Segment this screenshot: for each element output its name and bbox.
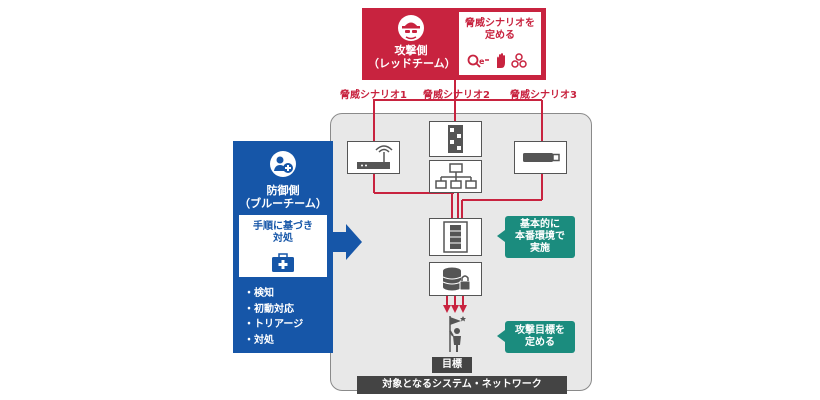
hacker-icon — [398, 15, 424, 41]
attack-arrows — [443, 305, 467, 313]
production-callout: 基本的に 本番環境で 実施 — [505, 216, 575, 258]
user-shield-icon — [270, 151, 296, 177]
procedure-card: 手順に基づき 対処 — [239, 215, 327, 277]
server-device — [429, 218, 482, 256]
network-hub-icon — [435, 163, 477, 189]
blue-team-actions: ・検知 ・初動対応 ・トリアージ ・対処 — [244, 286, 303, 348]
database-lock-icon — [442, 267, 471, 291]
goal-callout: 攻撃目標を 定める — [505, 321, 575, 353]
scenario-label-3: 脅威シナリオ3 — [510, 90, 577, 101]
firewall-device — [429, 121, 482, 157]
svg-text:e: e — [479, 57, 485, 66]
action-item: ・初動対応 — [244, 303, 294, 315]
goal-label: 目標 — [432, 357, 472, 373]
usb-device — [514, 141, 567, 174]
system-caption: 対象となるシステム・ネットワーク — [357, 376, 567, 394]
action-item: ・対処 — [244, 334, 274, 346]
red-team-label: 攻撃側 （レッドチーム） — [368, 44, 456, 70]
threat-scenario-card: 脅威シナリオを 定める e — [459, 12, 541, 75]
blue-team-label: 防御側 （ブルーチーム） — [239, 184, 327, 210]
attack-tools-icon: e — [467, 53, 527, 68]
medical-kit-icon — [272, 253, 294, 272]
action-item: ・検知 — [244, 288, 274, 299]
database-device — [429, 262, 482, 296]
server-icon — [443, 221, 468, 253]
arrow-right-icon — [333, 224, 362, 260]
goal-flag-person-icon — [449, 316, 466, 352]
network-hub-device — [429, 160, 482, 193]
wifi-router-icon — [357, 145, 393, 169]
wifi-router-device — [347, 141, 400, 174]
scenario-label-2: 脅威シナリオ2 — [423, 90, 490, 101]
firewall-icon — [448, 125, 463, 153]
action-item: ・トリアージ — [244, 319, 304, 330]
usb-device-icon — [523, 153, 560, 162]
scenario-label-1: 脅威シナリオ1 — [340, 90, 407, 101]
